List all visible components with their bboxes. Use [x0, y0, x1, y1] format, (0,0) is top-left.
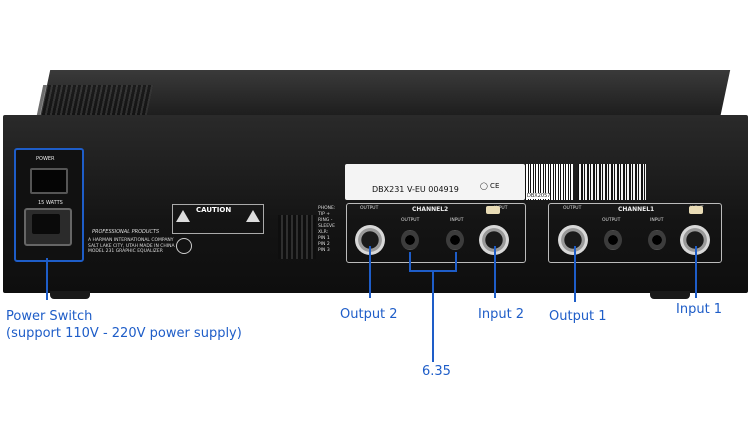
channel1-xlr-latch[interactable] [689, 206, 703, 214]
callout-line-power [46, 258, 48, 300]
certification-mark-icon [176, 238, 192, 254]
barcode-side [578, 164, 646, 200]
callout-line-output2 [369, 246, 371, 298]
callout-input2: Input 2 [478, 307, 525, 322]
channel1-title: CHANNEL1 [618, 206, 655, 213]
channel1-panel [548, 203, 722, 263]
channel2-output-label: OUTPUT [360, 206, 379, 211]
foot-right [650, 291, 690, 299]
callout-jack-size: 6.35 [422, 364, 451, 379]
callout-input1: Input 1 [676, 302, 723, 317]
channel1-xlr-output[interactable] [558, 225, 588, 255]
caution-label-box [172, 204, 264, 234]
callout-output2: Output 2 [340, 307, 398, 322]
channel1-output-label: OUTPUT [563, 206, 582, 211]
callout-power-supply-note: (support 110V - 220V power supply) [6, 326, 242, 341]
company-text: A HARMAN INTERNATIONAL COMPANY SALT LAKE… [88, 238, 175, 254]
callout-power-switch: Power Switch [6, 309, 93, 324]
vent-grille-top [36, 85, 154, 115]
foot-left [50, 291, 90, 299]
lightning-triangle-icon [246, 210, 260, 222]
channel2-panel [346, 203, 526, 263]
callout-line-635-stem [432, 270, 434, 362]
channel1-trs-input-label: INPUT [650, 218, 664, 223]
watts-label: 15 WATTS [38, 200, 63, 206]
channel2-input-label: INPUT [494, 206, 508, 211]
channel2-xlr-latch[interactable] [486, 206, 500, 214]
channel2-trs-output[interactable] [401, 230, 419, 250]
channel2-trs-input[interactable] [446, 230, 464, 250]
callout-line-input2 [494, 246, 496, 298]
callout-line-635-right [455, 252, 457, 272]
iec-socket [32, 214, 60, 234]
vent-grille-rear [278, 215, 316, 259]
pin-wiring-text: PHONE: TIP + RING - SLEEVE XLR: PIN 1 PI… [318, 206, 336, 253]
callout-line-input1 [695, 246, 697, 298]
power-switch[interactable] [30, 168, 68, 194]
channel1-trs-output-label: OUTPUT [602, 218, 621, 223]
channel1-trs-output[interactable] [604, 230, 622, 250]
callout-line-635-left [409, 252, 411, 272]
channel2-trs-input-label: INPUT [450, 218, 464, 223]
professional-products-text: PROFESSIONAL PRODUCTS [92, 229, 160, 235]
channel2-title: CHANNEL2 [412, 206, 449, 213]
rear-panel [3, 115, 748, 293]
callout-output1: Output 1 [549, 309, 607, 324]
channel2-trs-output-label: OUTPUT [401, 218, 420, 223]
serial-number-text: DBX231 V-EU 004919 [372, 185, 459, 194]
warning-triangle-icon [176, 210, 190, 222]
channel1-trs-input[interactable] [648, 230, 666, 250]
caution-title: CAUTION [196, 206, 232, 214]
serial-sticker [345, 164, 525, 200]
callout-line-output1 [574, 246, 576, 302]
barcode-text: DBX2057 [527, 193, 551, 199]
power-label: POWER [36, 156, 55, 162]
ce-mark-icon: ◯ CE [480, 182, 500, 190]
